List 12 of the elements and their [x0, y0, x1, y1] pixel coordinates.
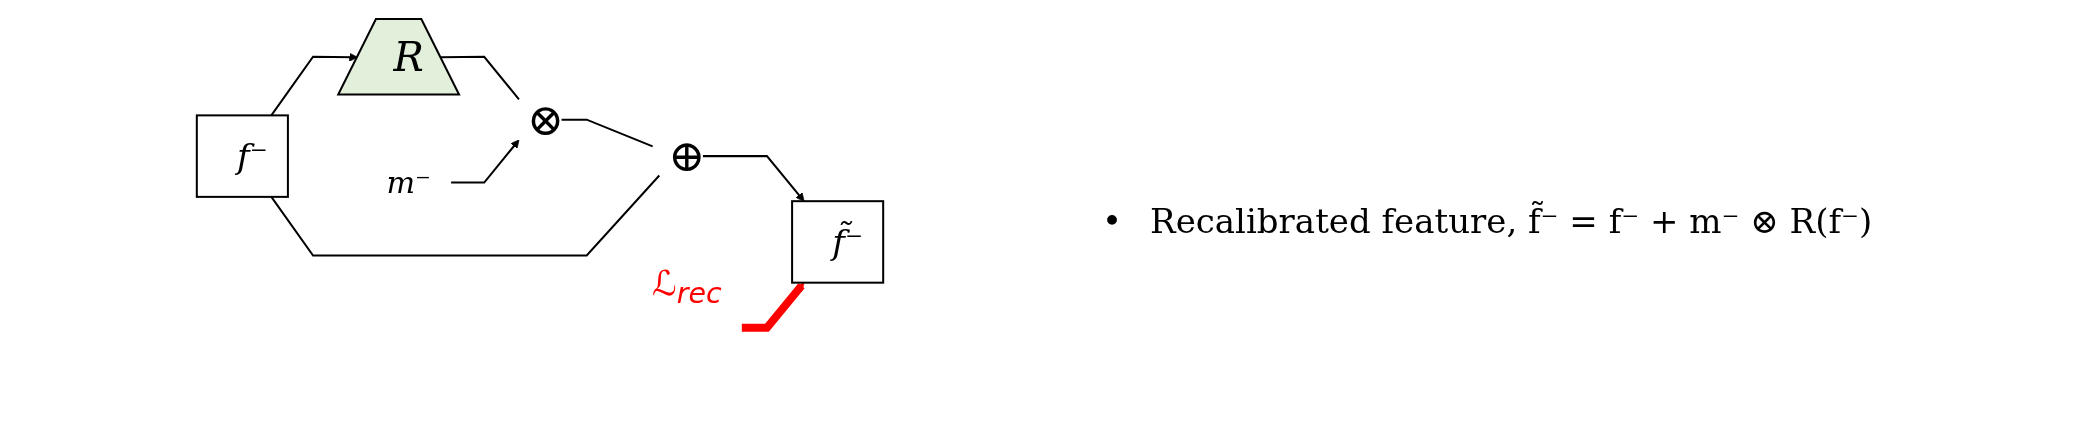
node-text: m⁻ — [386, 164, 431, 200]
node-text: ⊗ — [526, 93, 565, 145]
node-box: f̃⁻ — [791, 199, 885, 284]
connector — [270, 174, 661, 256]
node-text: ⊕ — [668, 129, 706, 181]
node-text: ℒ$_{rec}$ — [652, 262, 722, 310]
formula-note: Recalibrated feature, f̃⁻ = f⁻ + m⁻ ⊗ R(f⁻) — [1149, 199, 1874, 243]
bullet: • — [1101, 199, 1124, 243]
connector — [440, 55, 520, 100]
arrow — [451, 139, 520, 184]
node-box: f⁻ — [195, 113, 289, 198]
connector — [561, 118, 653, 147]
